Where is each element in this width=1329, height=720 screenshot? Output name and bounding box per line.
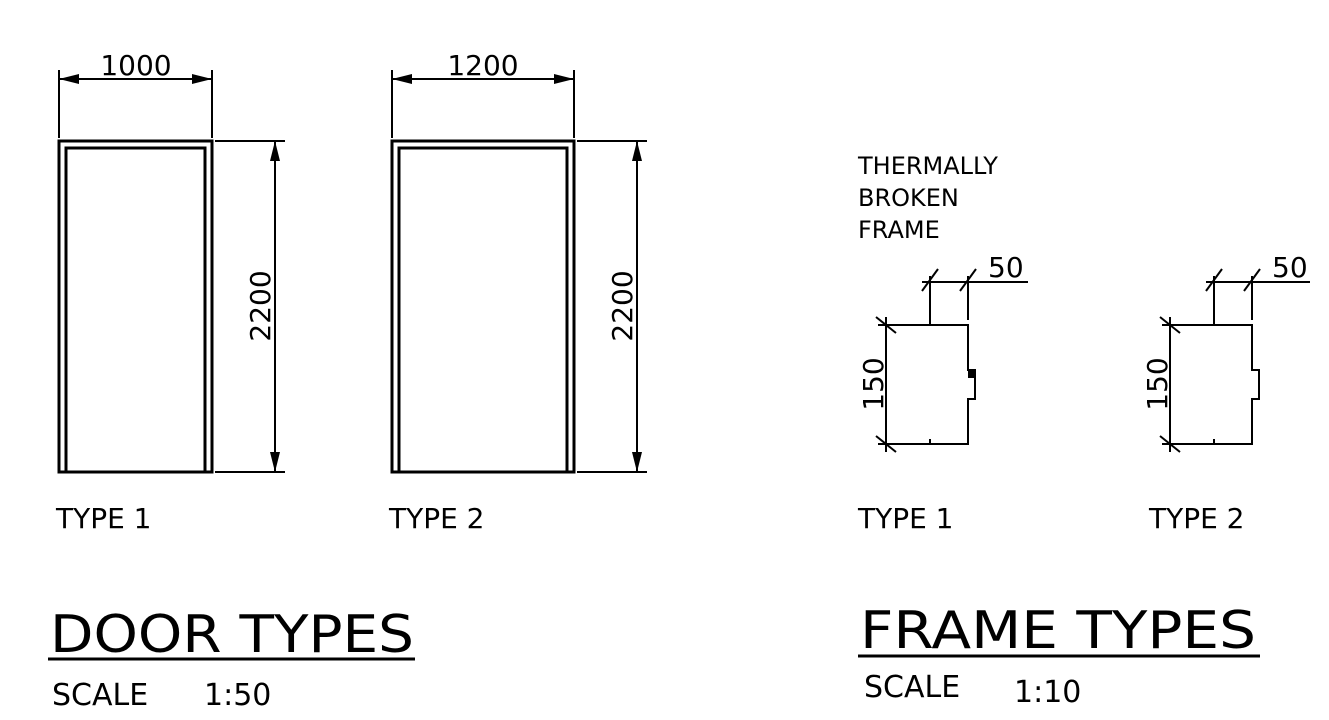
door-type-1-height-dimension: 2200 [215,140,285,473]
frame-type-1-depth-label: 50 [988,251,1024,284]
frame-types-title-block: FRAME TYPES SCALE 1:10 [858,601,1260,710]
door-types-title: DOOR TYPES [50,605,414,665]
frame-type-1-thermal-break [968,370,975,378]
frame-type-1-height-dimension: 150 [857,316,930,453]
frame-type-2-depth-label: 50 [1272,251,1308,284]
frame-types-scale-value: 1:10 [1014,675,1081,710]
frame-type-2-depth-dimension: 50 [1205,251,1310,320]
frame-types-scale-label: SCALE [864,670,960,705]
frame-types-title: FRAME TYPES [860,601,1256,661]
door-types-scale-label: SCALE [52,678,148,713]
frame-type-1-depth-dimension: 50 [921,251,1028,320]
frame-type-1-caption: TYPE 1 [857,502,954,535]
door-type-1-width-label: 1000 [100,49,171,82]
door-type-2-height-dimension: 2200 [577,140,647,473]
door-types-title-block: DOOR TYPES SCALE 1:50 [48,605,415,713]
thermally-broken-frame-note: THERMALLY BROKEN FRAME [857,152,998,244]
door-type-1-width-dimension: 1000 [58,49,213,138]
frame-note-line-2: BROKEN [858,184,959,212]
frame-note-line-1: THERMALLY [857,152,998,180]
door-type-2: 1200 2200 TYPE 2 [388,49,647,535]
frame-type-2-profile [1164,320,1260,445]
frame-note-line-3: FRAME [858,216,940,244]
door-type-1-caption: TYPE 1 [55,502,152,535]
door-types-scale-value: 1:50 [204,678,271,713]
door-type-2-caption: TYPE 2 [388,502,485,535]
frame-type-2-height-dimension: 150 [1141,316,1214,453]
door-type-1-height-label: 2200 [244,270,277,341]
frame-type-1: 50 150 TYPE 1 [857,251,1028,535]
frame-type-2-height-label: 150 [1141,357,1174,410]
door-type-2-outline [390,139,576,474]
door-type-1-outline [57,139,214,474]
door-type-2-height-label: 2200 [606,270,639,341]
frame-type-1-profile [880,320,976,445]
door-type-2-width-label: 1200 [447,49,518,82]
frame-type-2: 50 150 TYPE 2 [1141,251,1310,535]
frame-type-2-caption: TYPE 2 [1148,502,1245,535]
door-type-2-width-dimension: 1200 [391,49,575,138]
door-type-1: 1000 2200 TYPE 1 [55,49,285,535]
frame-type-1-height-label: 150 [857,357,890,410]
